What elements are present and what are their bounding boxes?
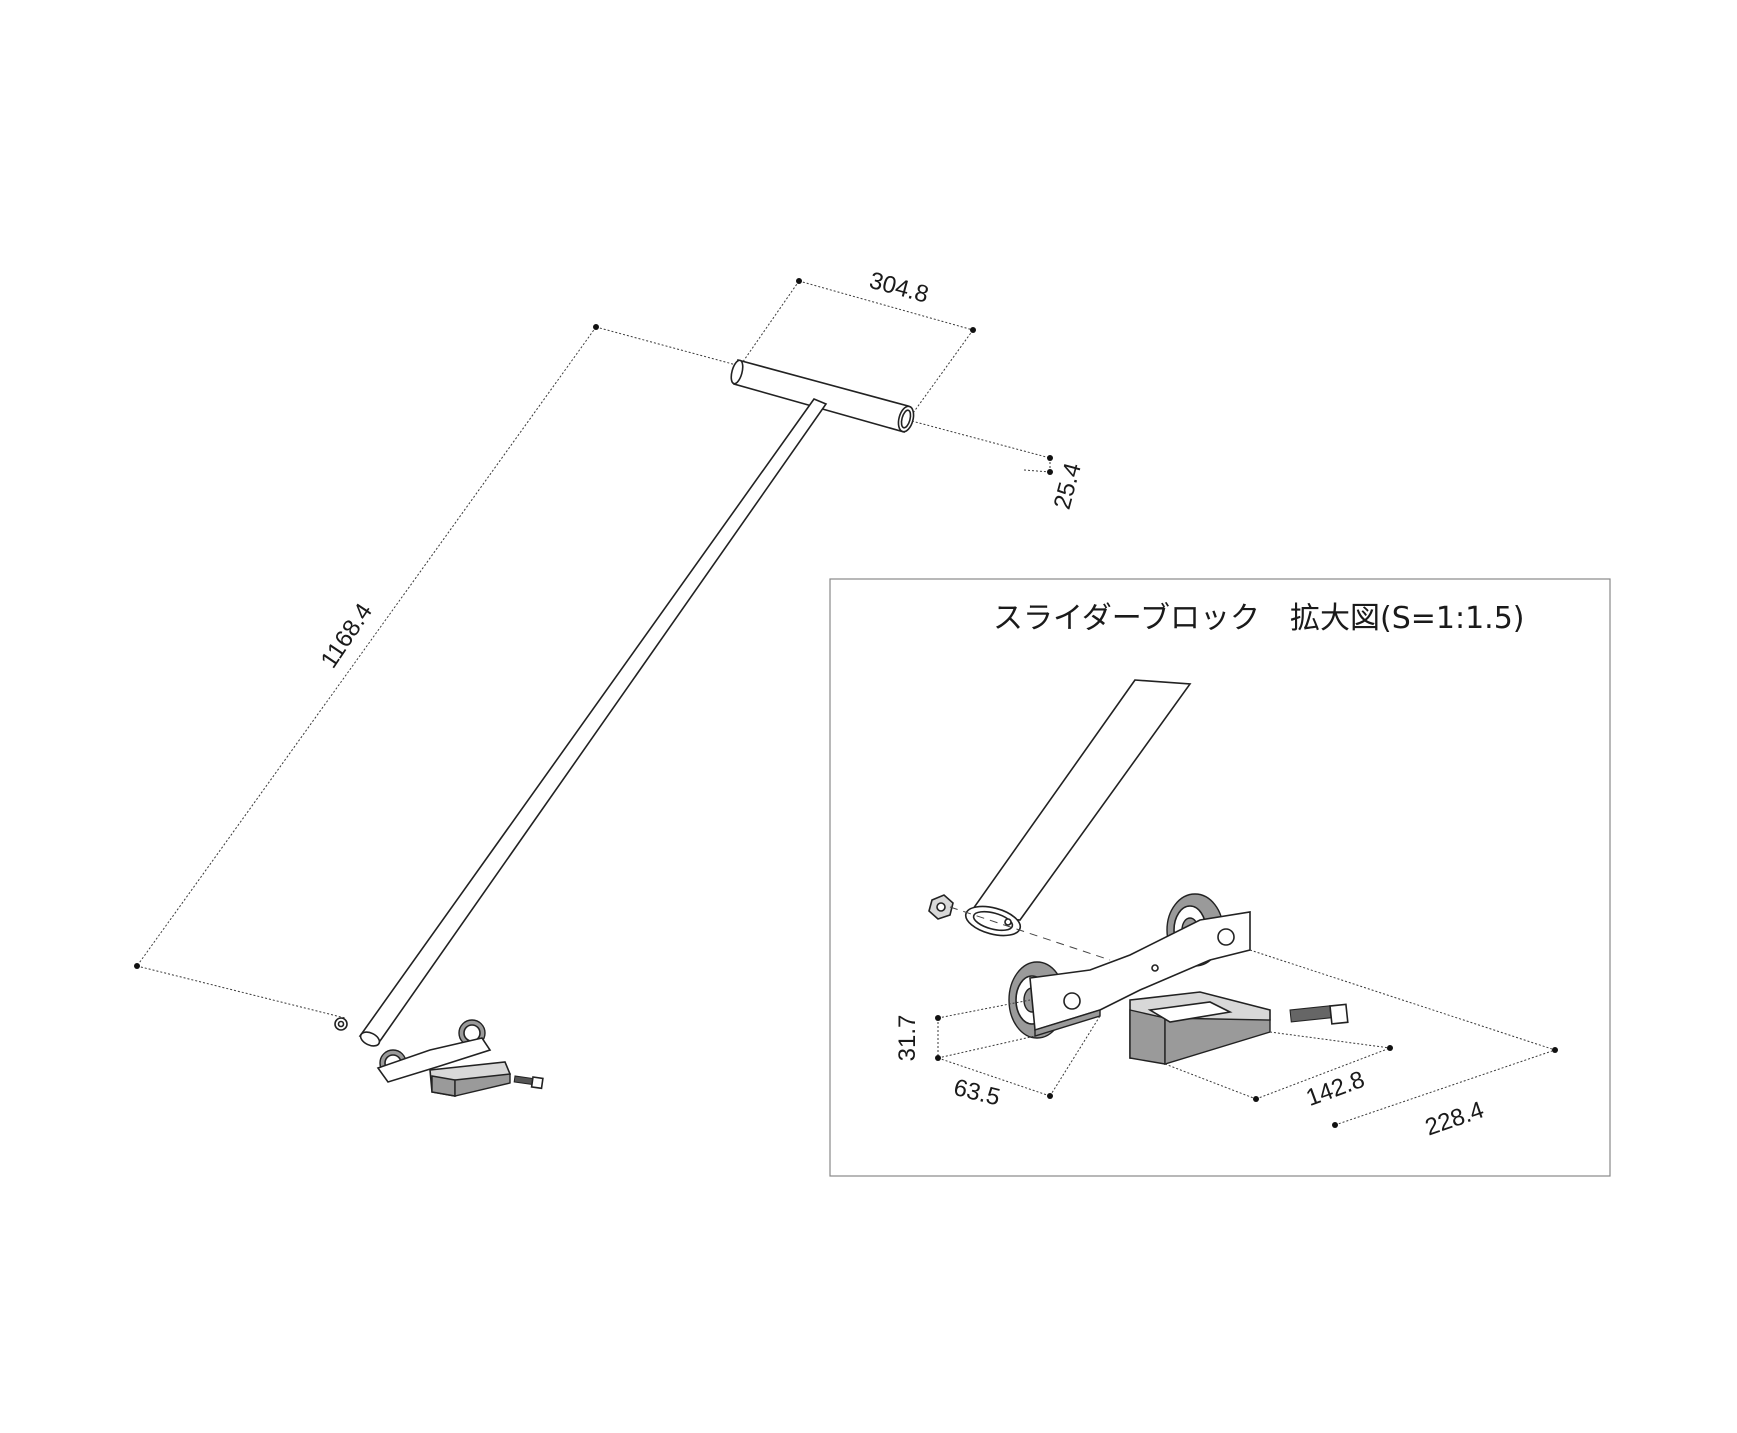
ext-line-handle-right bbox=[907, 329, 974, 421]
ext-line-top bbox=[595, 326, 741, 367]
enlarged-shaft bbox=[964, 679, 1192, 937]
dim-block-height: 31.7 bbox=[894, 1015, 921, 1062]
inset-dimension-endpoints bbox=[935, 1015, 1558, 1128]
ext-line-tube-bottom bbox=[1023, 469, 1051, 473]
ext-width-top bbox=[1249, 949, 1556, 1051]
dim-block-depth: 63.5 bbox=[951, 1074, 1003, 1112]
bolt-small bbox=[513, 1075, 544, 1090]
dim-overall-length: 1168.4 bbox=[316, 599, 378, 673]
ext-line-handle-left bbox=[739, 280, 800, 367]
inset-frame bbox=[829, 578, 1611, 1177]
nut-small bbox=[334, 1017, 348, 1031]
ext-line-tube-top bbox=[907, 419, 1051, 459]
dim-tube-diameter: 25.4 bbox=[1049, 460, 1087, 512]
dim-block-inner: 142.8 bbox=[1303, 1066, 1369, 1112]
t-handle-assembly: 304.8 25.4 1168.4 bbox=[134, 267, 1087, 1097]
handle-crossbar bbox=[730, 358, 915, 434]
enlarged-view-panel: スライダーブロック 拡大図(S=1:1.5) bbox=[829, 578, 1611, 1177]
ext-inner-left bbox=[1164, 1063, 1257, 1100]
ext-line-bottom bbox=[136, 965, 346, 1019]
dim-line-overall-length bbox=[136, 326, 597, 967]
dim-line-block-width bbox=[1334, 1049, 1556, 1126]
dim-block-width: 228.4 bbox=[1422, 1096, 1488, 1141]
center-line bbox=[949, 906, 1111, 961]
ext-inner-right bbox=[1269, 1031, 1391, 1049]
ext-height-bottom bbox=[937, 1035, 1036, 1059]
main-shaft bbox=[358, 398, 828, 1047]
enlarged-bracket bbox=[1029, 911, 1251, 1037]
slider-block-small bbox=[376, 1019, 512, 1097]
enlarged-slider-base bbox=[1129, 991, 1271, 1065]
inset-title: スライダーブロック 拡大図(S=1:1.5) bbox=[993, 601, 1525, 636]
dimension-endpoints bbox=[134, 278, 1053, 969]
enlarged-nut bbox=[928, 894, 954, 920]
enlarged-bolt bbox=[1289, 1003, 1349, 1025]
